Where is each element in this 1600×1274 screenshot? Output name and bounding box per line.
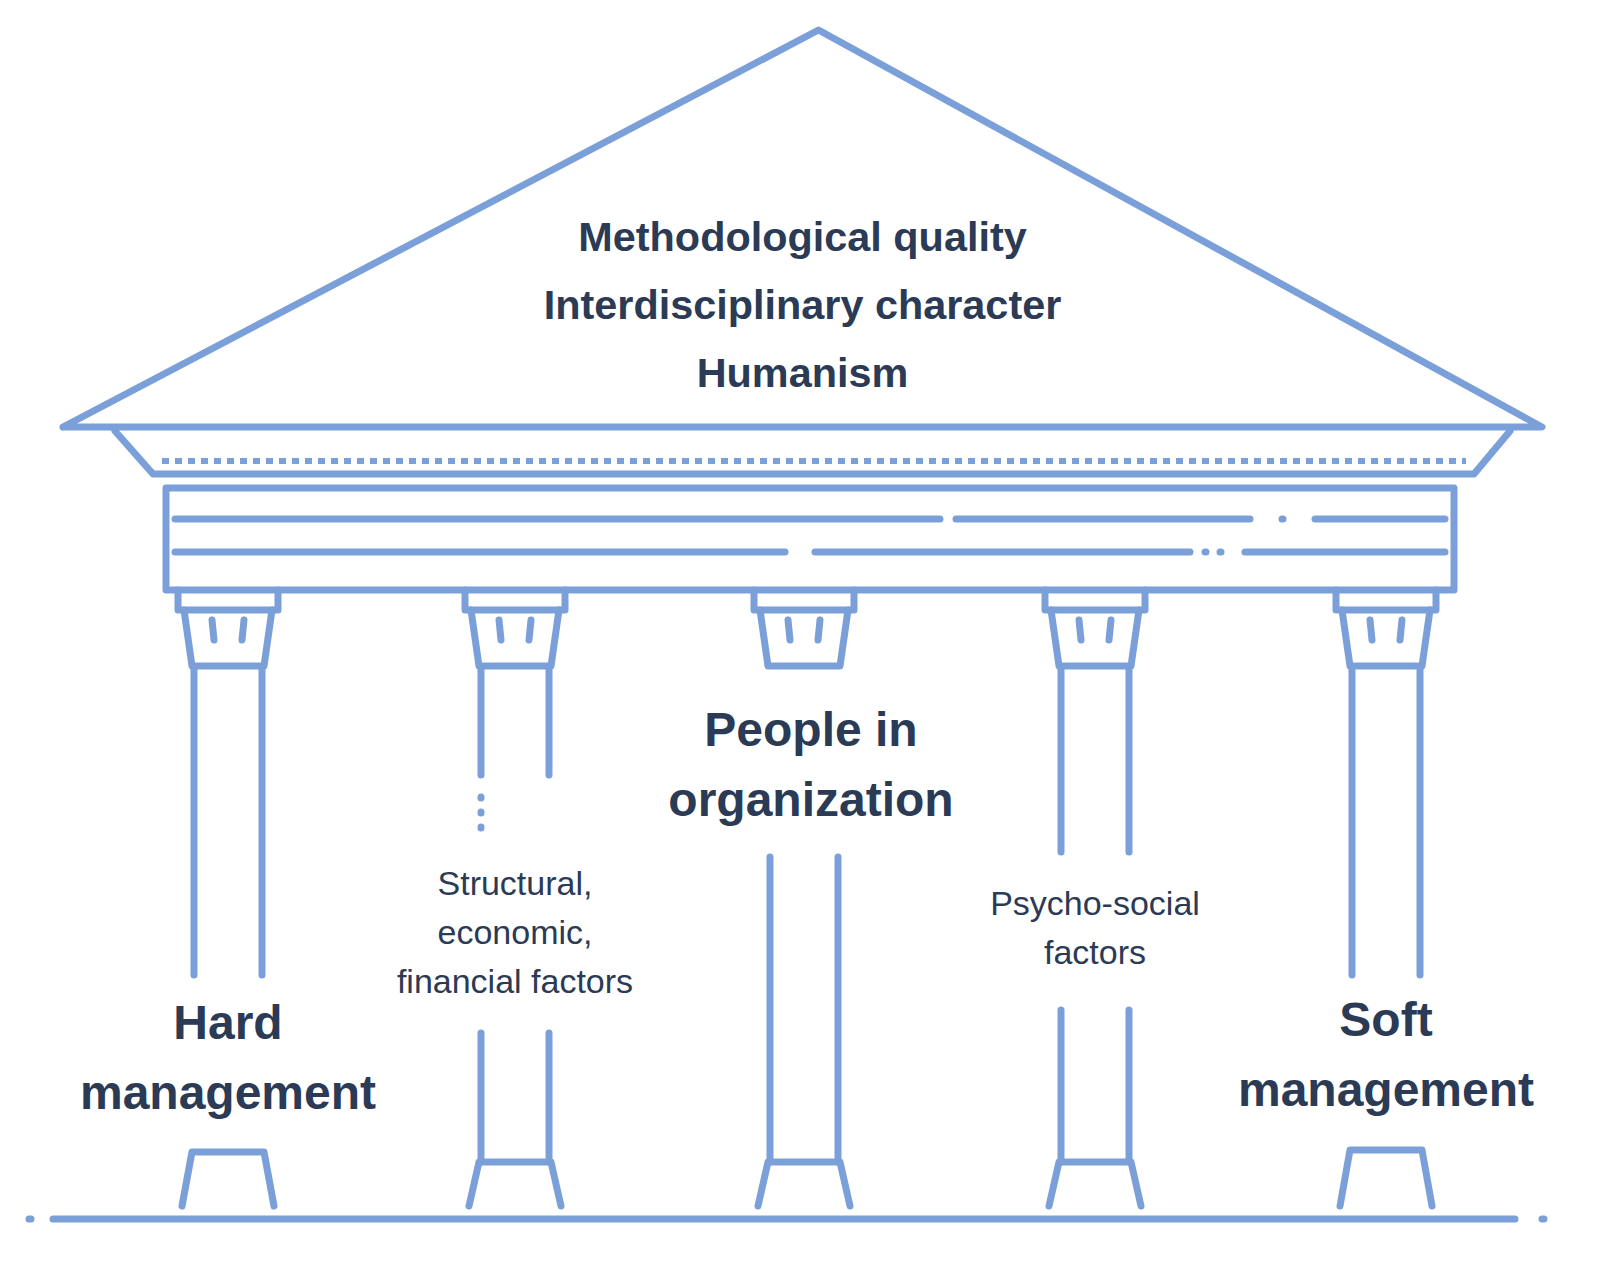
column <box>754 590 854 1206</box>
pediment-line: Methodological quality <box>59 203 1546 271</box>
dentil-row <box>162 458 1466 464</box>
column-base <box>182 1152 274 1206</box>
column-capital <box>1342 610 1430 666</box>
shaft-dot <box>478 797 485 798</box>
center-label: People in organization <box>611 695 1011 835</box>
column-abacus <box>754 590 854 610</box>
capital-flute <box>1079 620 1111 640</box>
column-capital <box>471 610 559 666</box>
factor-label: Psycho-social factors <box>960 879 1230 977</box>
ground-dot <box>29 1216 31 1223</box>
column-base <box>469 1162 561 1206</box>
ground-line <box>53 1216 1515 1223</box>
pediment-line: Interdisciplinary character <box>59 271 1546 339</box>
column-abacus <box>1045 590 1145 610</box>
pillar-label: Soft management <box>1221 985 1551 1125</box>
pediment: Methodological qualityInterdisciplinary … <box>59 26 1546 431</box>
factor-label: Structural, economic, financial factors <box>380 859 650 1006</box>
capital-flute <box>1370 620 1402 640</box>
capital-flute <box>499 620 531 640</box>
column-abacus <box>178 590 278 610</box>
column-base <box>1340 1150 1432 1206</box>
shaft-dot <box>478 812 485 813</box>
column-shaft <box>481 1033 549 1162</box>
column-base <box>758 1162 850 1206</box>
ground-dot <box>1542 1216 1544 1223</box>
column-capital <box>184 610 272 666</box>
architrave-line <box>175 549 1445 556</box>
column-shaft <box>1352 668 1420 975</box>
column-base <box>1049 1162 1141 1206</box>
column-shaft <box>770 857 838 1162</box>
shaft-dot <box>478 827 485 828</box>
column-shaft <box>194 668 262 975</box>
column-abacus <box>1336 590 1436 610</box>
architrave <box>166 488 1454 590</box>
column-shaft <box>1061 668 1129 852</box>
pillar-label: Hard management <box>63 988 393 1128</box>
capital-flute <box>212 620 244 640</box>
pediment-line: Humanism <box>59 339 1546 407</box>
column-capital <box>760 610 848 666</box>
column-capital <box>1051 610 1139 666</box>
column-abacus <box>465 590 565 610</box>
column-shaft <box>1061 1010 1129 1162</box>
capital-flute <box>788 620 820 640</box>
cornice <box>115 431 1510 474</box>
column-shaft <box>481 668 549 775</box>
pediment-text: Methodological qualityInterdisciplinary … <box>59 203 1546 407</box>
architrave-line <box>175 516 1445 523</box>
